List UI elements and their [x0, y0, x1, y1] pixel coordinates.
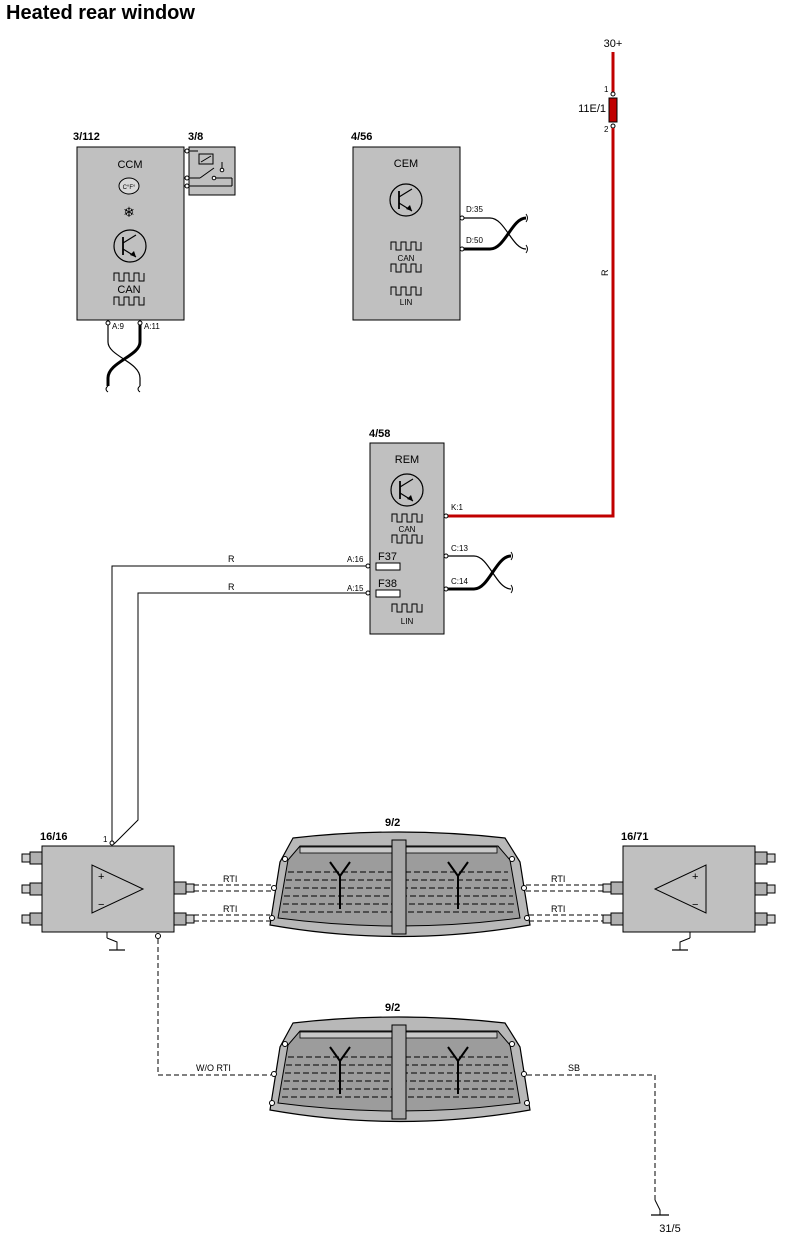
can-signal-icon	[113, 296, 145, 306]
lin-signal-icon	[391, 603, 423, 613]
supply-circuit: 30+ 1 11E/1 2 R	[447, 38, 623, 518]
rear-window-bottom: 9/2	[269, 1002, 531, 1123]
antenna-connector-icon	[21, 912, 43, 926]
cem-pin-d35: D:35	[466, 205, 483, 214]
antenna-connector-icon	[173, 912, 195, 926]
window-bottom-ref: 9/2	[385, 1002, 400, 1014]
amplifier-16-16: 16/16 1 + −	[21, 831, 195, 951]
fuse-f38-icon	[375, 589, 401, 598]
fuse-f37-icon	[375, 562, 401, 571]
antenna-connector-icon	[173, 881, 195, 895]
minus-sign: −	[692, 899, 698, 911]
rem-ref: 4/58	[369, 428, 390, 440]
rem-fuse-f37: F37	[378, 551, 397, 563]
antenna-connector-icon	[21, 851, 43, 865]
fuse-11e1-icon	[608, 97, 618, 123]
fuse-pin-1: 1	[604, 85, 609, 94]
switch-symbol-icon	[198, 153, 214, 165]
ccm-module: 3/112 CCM C°F° ❄ CAN A:9 A:11	[73, 131, 190, 393]
cem-name: CEM	[394, 158, 418, 170]
heating-wires	[157, 939, 656, 1200]
antenna-connector-icon	[602, 912, 624, 926]
ground-31-5: 31/5	[651, 1199, 681, 1235]
ccm-pin-a11: A:11	[144, 322, 160, 331]
window-top-ref: 9/2	[385, 817, 400, 829]
rem-pin-a16: A:16	[347, 555, 364, 564]
supply-label: 30+	[604, 38, 623, 50]
rear-window-top: 9/2	[269, 817, 531, 938]
rti-wires	[194, 884, 603, 922]
antenna-connector-icon	[754, 851, 776, 865]
snowflake-icon: ❄	[123, 204, 135, 220]
amp-left-pin-1: 1	[103, 835, 108, 844]
switch-ref: 3/8	[188, 131, 203, 143]
wire-rti-3: RTI	[551, 874, 565, 884]
minus-sign: −	[98, 899, 104, 911]
cem-ref: 4/56	[351, 131, 372, 143]
temperature-icon	[118, 177, 140, 195]
can-signal-icon	[390, 241, 422, 251]
plus-sign: +	[98, 871, 104, 883]
amplifier-icon	[91, 864, 145, 914]
amp-left-ref: 16/16	[40, 831, 68, 843]
rem-pin-c13: C:13	[451, 544, 468, 553]
cem-pin-d50: D:50	[466, 236, 483, 245]
fuse-11e1-label: 11E/1	[578, 103, 606, 115]
plus-sign: +	[692, 871, 698, 883]
wire-rti-2: RTI	[223, 904, 237, 914]
lin-signal-icon	[390, 286, 422, 296]
wire-sb: SB	[568, 1063, 580, 1073]
rem-fuse-f38: F38	[378, 578, 397, 590]
rem-pin-a15: A:15	[347, 584, 364, 593]
fuse-pin-2: 2	[604, 125, 609, 134]
antenna-connector-icon	[754, 882, 776, 896]
cem-module: 4/56 CEM CAN LIN D:35 D:50	[351, 131, 528, 321]
diagram-title: Heated rear window	[6, 2, 195, 24]
amplifier-16-71: 16/71 + −	[602, 831, 776, 951]
rem-lin-label: LIN	[401, 617, 414, 626]
cem-lin-label: LIN	[400, 298, 413, 307]
rem-name: REM	[395, 454, 419, 466]
rem-pin-c14: C:14	[451, 577, 468, 586]
ccm-can-label: CAN	[117, 284, 140, 296]
ccm-ref: 3/112	[73, 131, 100, 143]
rem-can-label: CAN	[399, 525, 416, 534]
can-signal-icon	[391, 513, 423, 523]
can-signal-icon	[390, 263, 422, 273]
r-wires: R R	[111, 554, 366, 845]
temperature-glyph: C°F°	[123, 185, 136, 191]
antenna-connector-icon	[21, 882, 43, 896]
rem-module: 4/58 REM CAN F37 F38 LIN K:1 A:16 A:15 C…	[347, 428, 513, 635]
switch-module: 3/8	[188, 131, 236, 196]
supply-wire-color: R	[600, 269, 610, 276]
cem-can-label: CAN	[398, 254, 415, 263]
can-signal-icon	[113, 272, 145, 282]
amp-right-ref: 16/71	[621, 831, 649, 843]
wire-r-1: R	[228, 554, 235, 564]
antenna-connector-icon	[602, 881, 624, 895]
rem-pin-k1: K:1	[451, 503, 464, 512]
wire-rti-4: RTI	[551, 904, 565, 914]
antenna-connector-icon	[754, 912, 776, 926]
wire-rti-1: RTI	[223, 874, 237, 884]
ccm-name: CCM	[117, 159, 142, 171]
wire-wo-rti: W/O RTI	[196, 1063, 231, 1073]
can-signal-icon	[391, 534, 423, 544]
ground-label: 31/5	[659, 1223, 680, 1235]
ccm-pin-a9: A:9	[112, 322, 125, 331]
amplifier-icon	[653, 864, 707, 914]
wire-r-2: R	[228, 582, 235, 592]
